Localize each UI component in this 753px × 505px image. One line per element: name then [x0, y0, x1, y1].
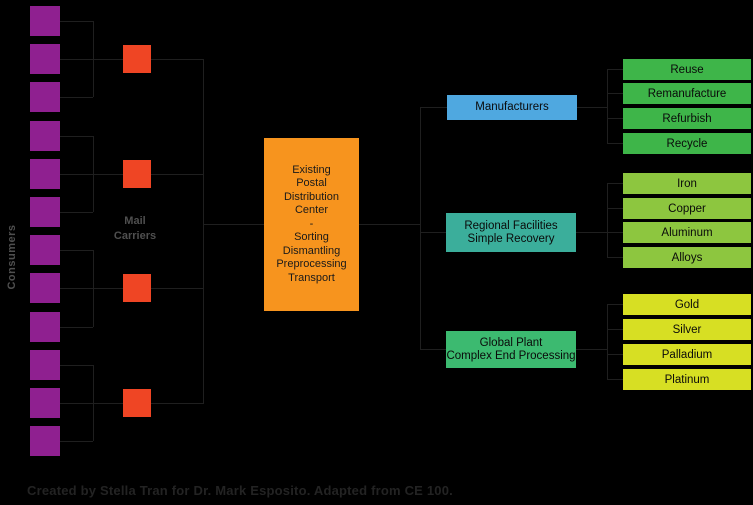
- item-box-remanufacture: Remanufacture: [623, 83, 751, 104]
- consumer-node: [30, 388, 60, 418]
- connector-line: [607, 69, 608, 144]
- mail-carrier-node: [123, 45, 151, 73]
- item-box-palladium: Palladium: [623, 344, 751, 365]
- connector-line: [607, 354, 623, 355]
- distribution-center-label: Existing Postal Distribution Center - So…: [276, 163, 347, 284]
- consumer-node: [30, 312, 60, 342]
- regional-facilities-label: Regional Facilities Simple Recovery: [464, 219, 558, 245]
- consumer-node: [30, 6, 60, 36]
- connector-line: [203, 224, 264, 225]
- connector-line: [607, 329, 623, 330]
- manufacturers-box: Manufacturers: [447, 95, 577, 120]
- connector-line: [203, 59, 204, 404]
- connector-line: [93, 136, 94, 212]
- connector-line: [420, 232, 446, 233]
- item-box-gold: Gold: [623, 294, 751, 315]
- connector-line: [607, 118, 623, 119]
- connector-line: [607, 183, 623, 184]
- connector-line: [60, 212, 93, 213]
- global-plant-box: Global Plant Complex End Processing: [446, 331, 576, 368]
- connector-line: [60, 136, 93, 137]
- consumers-axis-label: Consumers: [6, 224, 18, 290]
- connector-line: [420, 349, 446, 350]
- connector-line: [607, 232, 623, 233]
- item-box-iron: Iron: [623, 173, 751, 194]
- connector-line: [60, 288, 93, 289]
- connector-line: [577, 107, 607, 108]
- connector-line: [60, 365, 93, 366]
- connector-line: [607, 304, 623, 305]
- connector-line: [93, 250, 94, 327]
- item-box-platinum: Platinum: [623, 369, 751, 390]
- mail-carriers-label: Mail Carriers: [113, 215, 157, 242]
- consumer-node: [30, 159, 60, 189]
- connector-line: [60, 250, 93, 251]
- connector-line: [607, 143, 623, 144]
- item-box-alloys: Alloys: [623, 247, 751, 268]
- connector-line: [60, 174, 93, 175]
- connector-line: [60, 59, 93, 60]
- connector-line: [607, 208, 623, 209]
- connector-line: [60, 327, 93, 328]
- mail-carrier-node: [123, 274, 151, 302]
- regional-facilities-box: Regional Facilities Simple Recovery: [446, 213, 576, 252]
- consumer-node: [30, 426, 60, 456]
- consumer-node: [30, 350, 60, 380]
- consumer-node: [30, 121, 60, 151]
- item-box-recycle: Recycle: [623, 133, 751, 154]
- connector-line: [93, 365, 94, 441]
- connector-line: [93, 21, 94, 97]
- mail-carrier-node: [123, 160, 151, 188]
- connector-line: [607, 379, 623, 380]
- consumer-node: [30, 235, 60, 265]
- connector-line: [60, 97, 93, 98]
- mail-carrier-node: [123, 389, 151, 417]
- connector-line: [607, 257, 623, 258]
- connector-line: [576, 232, 607, 233]
- consumer-node: [30, 82, 60, 112]
- connector-line: [576, 349, 607, 350]
- item-box-refurbish: Refurbish: [623, 108, 751, 129]
- consumer-node: [30, 44, 60, 74]
- consumer-node: [30, 197, 60, 227]
- connector-line: [607, 183, 608, 258]
- connector-line: [359, 224, 420, 225]
- connector-line: [607, 69, 623, 70]
- connector-line: [60, 403, 93, 404]
- item-box-aluminum: Aluminum: [623, 222, 751, 243]
- item-box-copper: Copper: [623, 198, 751, 219]
- item-box-silver: Silver: [623, 319, 751, 340]
- global-plant-label: Global Plant Complex End Processing: [446, 336, 576, 362]
- connector-line: [420, 107, 421, 350]
- connector-line: [420, 107, 447, 108]
- connector-line: [60, 21, 93, 22]
- connector-line: [607, 304, 608, 380]
- item-box-reuse: Reuse: [623, 59, 751, 80]
- consumer-node: [30, 273, 60, 303]
- manufacturers-label: Manufacturers: [475, 101, 549, 113]
- connector-line: [607, 93, 623, 94]
- connector-line: [60, 441, 93, 442]
- credit-text: Created by Stella Tran for Dr. Mark Espo…: [27, 483, 453, 498]
- distribution-center-box: Existing Postal Distribution Center - So…: [264, 138, 359, 311]
